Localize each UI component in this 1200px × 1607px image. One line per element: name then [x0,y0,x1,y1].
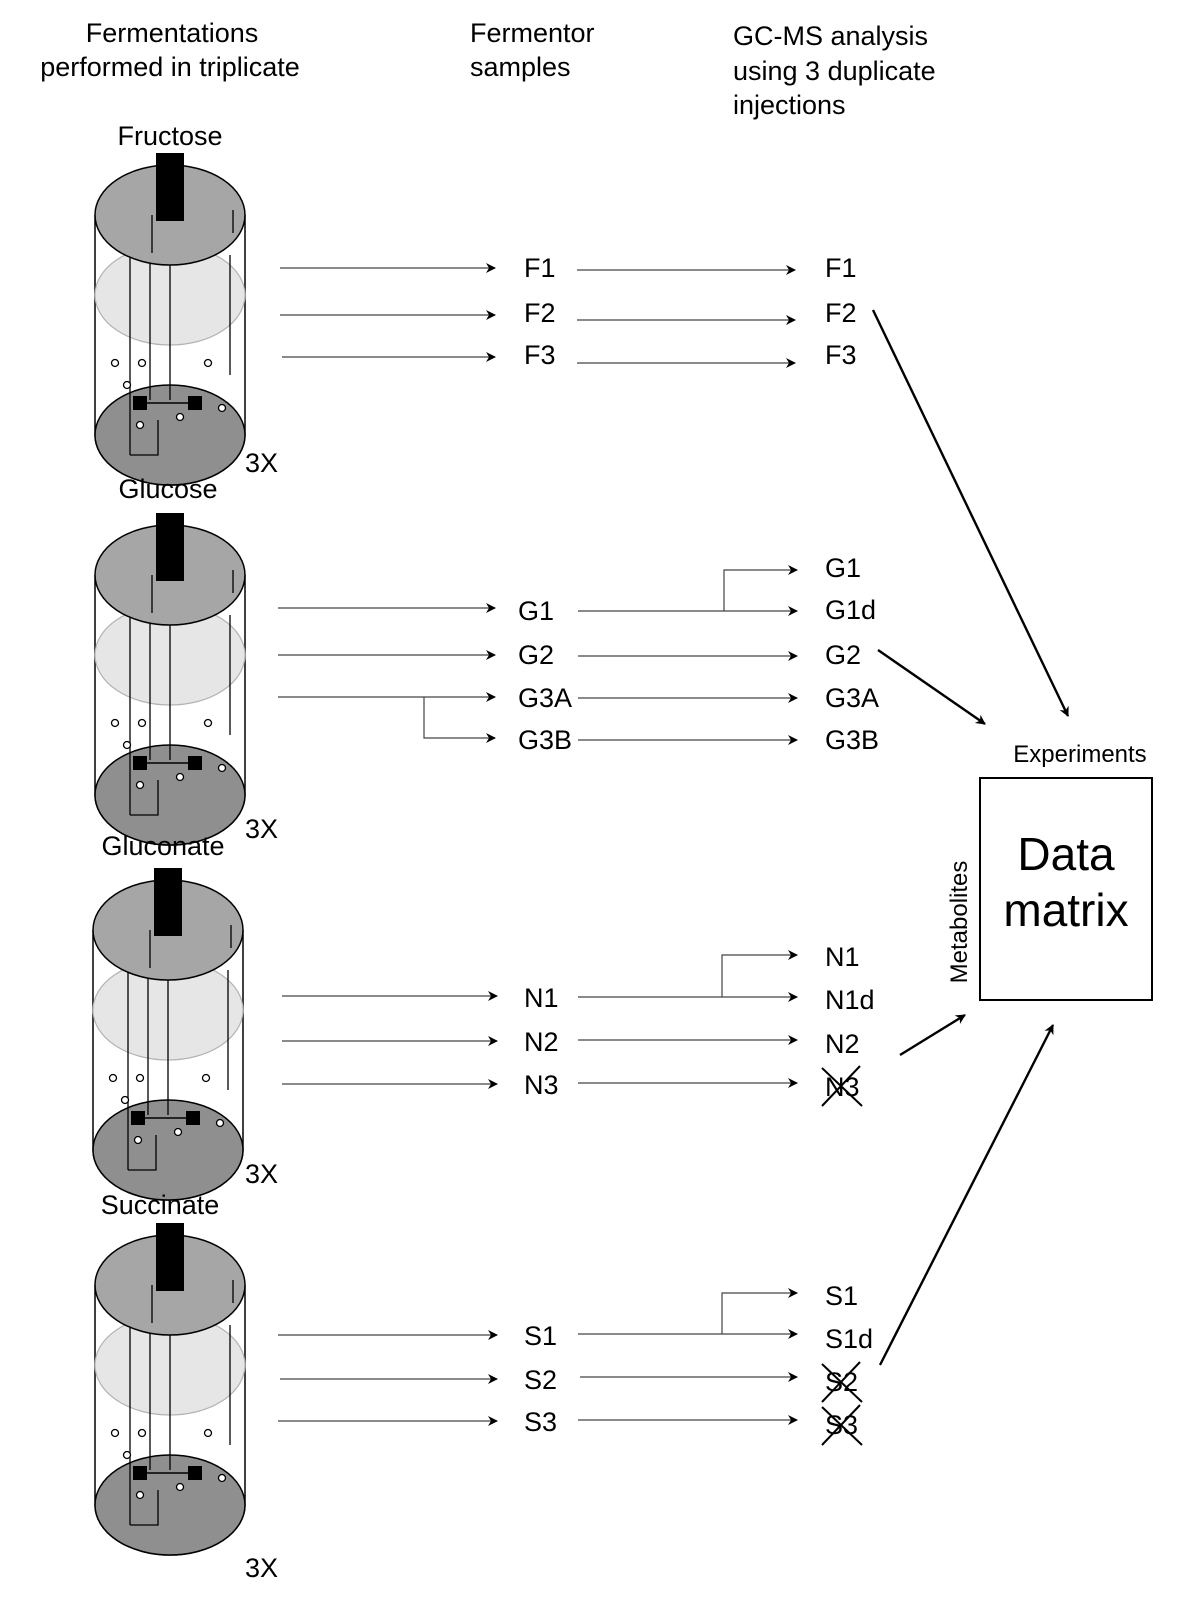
injection-label: G1 [825,553,861,583]
header-gcms-line1: GC-MS analysis [733,21,928,51]
substrate-name: Fructose [117,121,222,151]
substrate-group-fructose: Fructose 3X F1 F2 F3 F1 F2 F3 [94,121,857,486]
substrate-group-succinate: Succinate 3X S1 S2 S3 S1 S1d S2 S3 [94,1190,873,1583]
substrate-group-gluconate: Gluconate 3X N1 N2 N3 N1 N1d N2 N3 [92,831,875,1201]
substrate-name: Succinate [101,1190,220,1220]
replicate-multiplier: 3X [245,814,278,844]
duplicate-injection-arrow [723,565,798,611]
injection-label: F1 [825,253,857,283]
sample-label: N1 [524,983,559,1013]
fermentor-icon [92,867,244,1201]
sample-label: G1 [518,596,554,626]
excluded-cross-icon [821,1065,863,1107]
to-matrix-arrow-g2 [877,649,986,725]
excluded-cross-icon [821,1404,863,1446]
split-arrow [423,697,496,743]
excluded-cross-icon [821,1361,863,1403]
substrate-name: Gluconate [101,831,224,861]
injection-label: N1 [825,942,860,972]
injection-label: N1d [825,985,875,1015]
header-fermentations-line2: performed in triplicate [40,52,300,82]
data-matrix: Experiments Data matrix Metabolites [946,741,1153,1001]
injection-label: G2 [825,640,861,670]
injection-label: S1d [825,1324,873,1354]
header-samples-line2: samples [470,52,571,82]
header-gcms-line2: using 3 duplicate [733,56,936,86]
sample-label: G2 [518,640,554,670]
sample-label: S3 [524,1407,557,1437]
to-matrix-arrow-s1d [878,1024,1055,1366]
sample-label: G3B [518,725,572,755]
replicate-multiplier: 3X [245,448,278,478]
sample-label: F3 [524,340,556,370]
data-matrix-box [979,777,1153,1001]
replicate-multiplier: 3X [245,1159,278,1189]
substrate-name: Glucose [118,474,217,504]
to-matrix-arrow-f2 [871,309,1070,717]
injection-label: N2 [825,1029,860,1059]
sample-label: F2 [524,298,556,328]
metabolites-label: Metabolites [946,861,973,984]
injection-label: F2 [825,298,857,328]
sample-label: S1 [524,1321,557,1351]
injection-label: S1 [825,1281,858,1311]
injection-label: G3B [825,725,879,755]
sample-label: F1 [524,253,556,283]
header-samples-line1: Fermentor [470,18,595,48]
header-fermentations-line1: Fermentations [86,18,259,48]
injection-label: F3 [825,340,857,370]
data-matrix-title-line2: matrix [1003,884,1128,936]
sample-label: S2 [524,1365,557,1395]
injection-label: G3A [825,683,879,713]
experiments-label: Experiments [1013,741,1146,768]
duplicate-injection-arrow [721,950,798,997]
fermentor-icon [94,512,246,846]
sample-label: N2 [524,1027,559,1057]
header-gcms-line3: injections [733,90,846,120]
substrate-group-glucose: Glucose 3X G1 G2 G3A G3B G1 G1d G2 G3A G… [94,474,879,846]
sample-label: G3A [518,683,572,713]
injection-label: G1d [825,595,876,625]
data-matrix-title-line1: Data [1017,828,1115,880]
replicate-multiplier: 3X [245,1553,278,1583]
to-matrix-arrow-n2 [899,1013,966,1057]
sample-label: N3 [524,1070,559,1100]
fermentor-icon [94,152,246,486]
duplicate-injection-arrow [721,1288,798,1334]
fermentor-icon [94,1222,246,1556]
